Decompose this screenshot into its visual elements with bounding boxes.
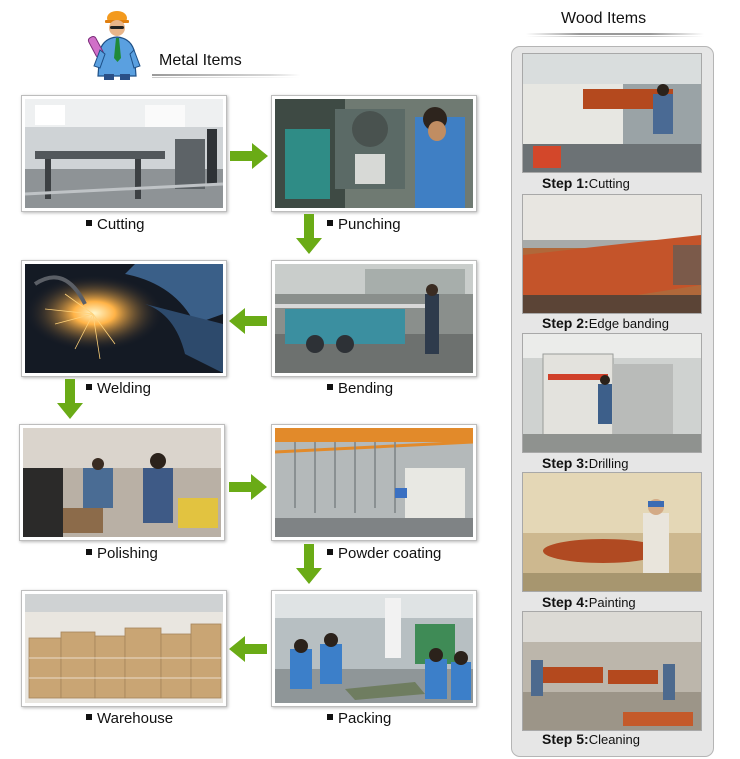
metal-items-title: Metal Items bbox=[159, 52, 242, 69]
photo-cutting bbox=[21, 95, 227, 212]
wood-caption-4: Step 4:Painting bbox=[542, 594, 636, 610]
caption-cutting: Cutting bbox=[86, 216, 145, 233]
arrow-down-icon bbox=[57, 379, 83, 424]
bullet-square-icon bbox=[327, 549, 333, 555]
bullet-square-icon bbox=[327, 384, 333, 390]
caption-punching: Punching bbox=[327, 216, 401, 233]
wood-title-underline-light bbox=[526, 36, 704, 37]
wood-title-underline bbox=[526, 33, 704, 35]
wood-caption-3: Step 3:Drilling bbox=[542, 455, 629, 471]
arrow-down-icon bbox=[296, 544, 322, 589]
wood-caption-2: Step 2:Edge banding bbox=[542, 315, 669, 331]
arrow-left-icon bbox=[229, 308, 267, 339]
caption-packing: Packing bbox=[327, 710, 391, 727]
bullet-square-icon bbox=[86, 714, 92, 720]
photo-powder-coating bbox=[271, 424, 477, 541]
photo-wood-cutting bbox=[522, 53, 702, 173]
bullet-square-icon bbox=[327, 714, 333, 720]
metal-title-underline-light bbox=[152, 77, 300, 78]
arrow-right-icon bbox=[230, 143, 268, 174]
photo-packing bbox=[271, 590, 477, 707]
bullet-square-icon bbox=[86, 384, 92, 390]
caption-bending: Bending bbox=[327, 380, 393, 397]
arrow-right-icon bbox=[229, 474, 267, 505]
bullet-square-icon bbox=[327, 220, 333, 226]
photo-welding bbox=[21, 260, 227, 377]
bullet-square-icon bbox=[86, 549, 92, 555]
caption-powder-coating: Powder coating bbox=[327, 545, 441, 562]
arrow-left-icon bbox=[229, 636, 267, 667]
wood-caption-1: Step 1:Cutting bbox=[542, 175, 630, 191]
caption-polishing: Polishing bbox=[86, 545, 158, 562]
bullet-square-icon bbox=[86, 220, 92, 226]
metal-title-underline bbox=[152, 74, 300, 76]
photo-wood-painting bbox=[522, 472, 702, 592]
wood-items-title: Wood Items bbox=[561, 10, 647, 27]
worker-illustration bbox=[86, 6, 148, 80]
wood-caption-5: Step 5:Cleaning bbox=[542, 731, 641, 747]
photo-wood-drilling bbox=[522, 333, 702, 453]
caption-warehouse: Warehouse bbox=[86, 710, 173, 727]
photo-wood-edge-banding bbox=[522, 194, 702, 314]
photo-bending bbox=[271, 260, 477, 377]
photo-punching bbox=[271, 95, 477, 212]
arrow-down-icon bbox=[296, 214, 322, 259]
photo-wood-cleaning bbox=[522, 611, 702, 731]
caption-welding: Welding bbox=[86, 380, 151, 397]
photo-warehouse bbox=[21, 590, 227, 707]
photo-polishing bbox=[19, 424, 225, 541]
